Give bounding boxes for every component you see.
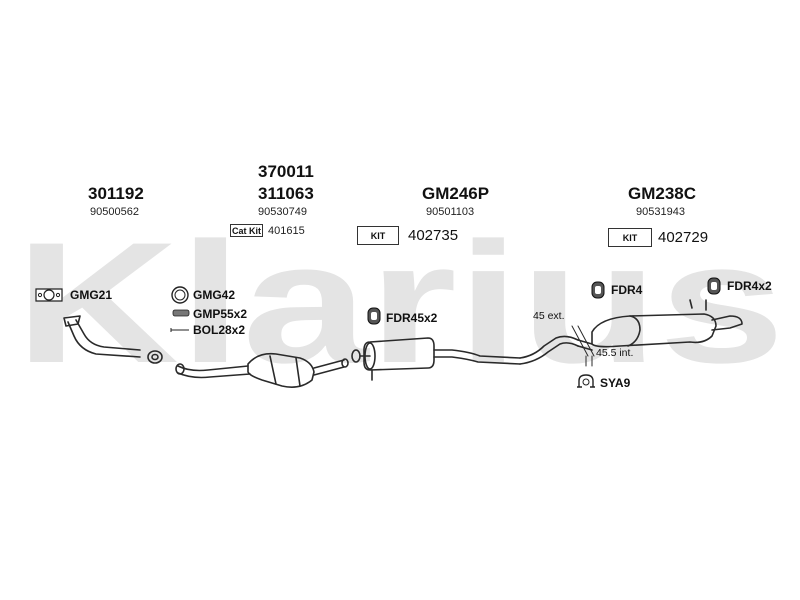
- cut-note-ext: 45 ext.: [533, 310, 565, 322]
- part-number: GM238C: [628, 184, 697, 203]
- fitting-code: FDR4x2: [727, 279, 772, 293]
- cut-markers: [571, 325, 595, 367]
- oem-number: 90501103: [426, 206, 475, 218]
- rubber-mount-icon: [591, 281, 605, 299]
- fitting-code: GMG42: [193, 288, 236, 302]
- kit-badge: KIT: [608, 228, 652, 247]
- kit-code: 402729: [658, 229, 709, 246]
- fitting-code: FDR45x2: [386, 311, 438, 325]
- cut-note-int: 45.5 int.: [596, 347, 634, 359]
- fitting-code: FDR4: [611, 283, 643, 297]
- watermark-text: Klarius: [15, 207, 785, 399]
- fitting-code: GMG21: [70, 288, 113, 302]
- bolt-icon: [170, 328, 189, 332]
- kit-label: KIT: [370, 230, 386, 241]
- part-number: 311063: [258, 184, 314, 203]
- gasket-icon: [35, 288, 63, 302]
- clamp-icon: [577, 374, 595, 388]
- middle-silencer: [351, 335, 579, 381]
- kit-badge: KIT: [357, 226, 399, 245]
- front-pipe: [63, 315, 163, 364]
- kit-label: KIT: [622, 232, 638, 243]
- oem-number: 90500562: [90, 206, 139, 218]
- catalytic-converter: [175, 352, 349, 388]
- rubber-mount-icon: [367, 307, 381, 325]
- kit-code: 401615: [268, 225, 305, 237]
- cat-kit-badge: Cat Kit: [230, 224, 263, 237]
- fitting-code: SYA9: [600, 376, 631, 390]
- fitting-code: BOL28x2: [193, 323, 246, 337]
- cat-kit-label: Cat Kit: [232, 225, 261, 236]
- part-number: 301192: [88, 184, 144, 203]
- part-number: 370011: [258, 162, 314, 181]
- spring-icon: [172, 309, 190, 317]
- rear-silencer: [577, 299, 743, 351]
- ring-gasket-icon: [171, 286, 189, 304]
- kit-code: 402735: [408, 227, 459, 244]
- oem-number: 90531943: [636, 206, 685, 218]
- rubber-mount-icon: [707, 277, 721, 295]
- fitting-code: GMP55x2: [193, 307, 248, 321]
- part-number: GM246P: [422, 184, 490, 203]
- oem-number: 90530749: [258, 206, 307, 218]
